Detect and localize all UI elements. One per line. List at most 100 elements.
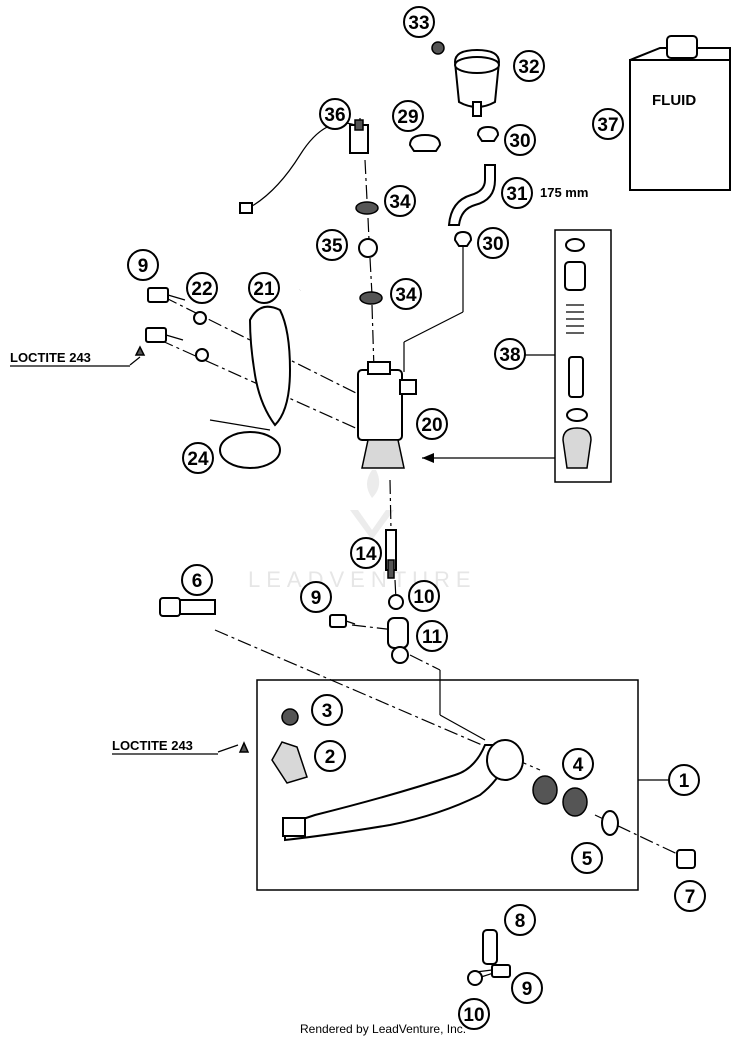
callout-number: 35 [321, 236, 343, 257]
callout-circle [384, 185, 416, 217]
brake-pedal [282, 739, 524, 842]
brake-light-switch [239, 119, 369, 214]
callout-circle [319, 98, 351, 130]
callout-circle [477, 227, 509, 259]
callout-number: 9 [138, 256, 149, 277]
callout-number: 30 [482, 234, 503, 255]
callout-c20: 20 [416, 408, 448, 440]
reservoir-parts [431, 41, 501, 117]
callout-c11: 11 [416, 620, 448, 652]
callout-circle [562, 748, 594, 780]
credit-text: Rendered by LeadVenture, Inc. [300, 1022, 466, 1036]
callout-number: 33 [408, 13, 429, 34]
callout-number: 10 [463, 1005, 484, 1026]
callout-circle [403, 6, 435, 38]
callout-circle [504, 124, 536, 156]
callout-circle [501, 177, 533, 209]
loctite-bottom-text: LOCTITE 243 [112, 738, 193, 753]
callout-circle [511, 972, 543, 1004]
pedal-bearings [532, 775, 696, 869]
callout-number: 24 [187, 449, 209, 470]
clevis-parts [329, 594, 409, 664]
callout-circle [416, 620, 448, 652]
callout-c5: 5 [571, 842, 603, 874]
callout-circle [248, 272, 280, 304]
callout-circle [458, 998, 490, 1030]
fluid-bottle: FLUID [629, 35, 731, 191]
callout-number: 21 [253, 279, 275, 300]
pivot-bolt [159, 597, 216, 617]
kit-box-38 [554, 229, 612, 483]
callout-number: 4 [573, 755, 584, 776]
callout-number: 6 [192, 571, 203, 592]
callout-c29: 29 [392, 100, 424, 132]
washer-upper [355, 201, 379, 215]
callout-circle [182, 442, 214, 474]
callout-circle [592, 108, 624, 140]
callout-c3: 3 [311, 694, 343, 726]
callout-number: 32 [518, 57, 539, 78]
callout-c9c: 9 [511, 972, 543, 1004]
mount-bolts [134, 287, 209, 362]
callout-number: 1 [679, 771, 690, 792]
callout-number: 37 [597, 115, 618, 136]
callout-circle [311, 694, 343, 726]
callout-number: 31 [506, 184, 528, 205]
hose [447, 164, 496, 226]
callout-number: 3 [322, 701, 333, 722]
callout-number: 22 [191, 279, 212, 300]
callout-number: 2 [325, 747, 336, 768]
callout-number: 38 [499, 345, 520, 366]
banjo-fitting [299, 238, 378, 292]
loctite-top-text: LOCTITE 243 [10, 350, 91, 365]
watermark: LEADVENTURE [248, 470, 471, 592]
callout-c34b: 34 [390, 278, 422, 310]
callout-number: 9 [311, 588, 322, 609]
callout-number: 30 [509, 131, 530, 152]
assembly-box-1 [256, 679, 639, 891]
callout-number: 14 [355, 544, 377, 565]
callout-circle [300, 581, 332, 613]
hose-length-label: 175 mm [540, 185, 588, 200]
callout-number: 8 [515, 911, 526, 932]
callout-c8: 8 [504, 904, 536, 936]
callout-c38: 38 [494, 338, 526, 370]
callout-circle [127, 249, 159, 281]
callout-number: 34 [395, 285, 417, 306]
leader-lines [129, 118, 691, 979]
callout-number: 10 [413, 587, 434, 608]
callout-c14: 14 [350, 537, 382, 569]
callout-c10a: 10 [408, 580, 440, 612]
master-cylinder [357, 361, 417, 469]
callout-c9b: 9 [300, 581, 332, 613]
fluid-label: FLUID [652, 92, 696, 109]
callout-c21: 21 [248, 272, 280, 304]
callout-circle [674, 880, 706, 912]
callout-number: 36 [324, 105, 345, 126]
cable-tie [209, 419, 281, 469]
callout-circle [186, 272, 218, 304]
callout-c34a: 34 [384, 185, 416, 217]
callout-c30b: 30 [477, 227, 509, 259]
callout-number: 7 [685, 887, 696, 908]
callout-circle [416, 408, 448, 440]
callout-c24: 24 [182, 442, 214, 474]
repair-kit [562, 238, 592, 469]
callout-c37: 37 [592, 108, 624, 140]
callout-circle [314, 740, 346, 772]
callout-c32: 32 [513, 50, 545, 82]
callout-circle [513, 50, 545, 82]
callout-circle [316, 229, 348, 261]
pedal-step-parts [238, 708, 308, 784]
callout-c31: 31 [501, 177, 533, 209]
callout-circle [392, 100, 424, 132]
callout-circle [504, 904, 536, 936]
callout-circle [571, 842, 603, 874]
callout-number: 34 [389, 192, 411, 213]
cover-guard [248, 305, 292, 427]
callout-c4: 4 [562, 748, 594, 780]
callout-c10b: 10 [458, 998, 490, 1030]
callout-circle [181, 564, 213, 596]
